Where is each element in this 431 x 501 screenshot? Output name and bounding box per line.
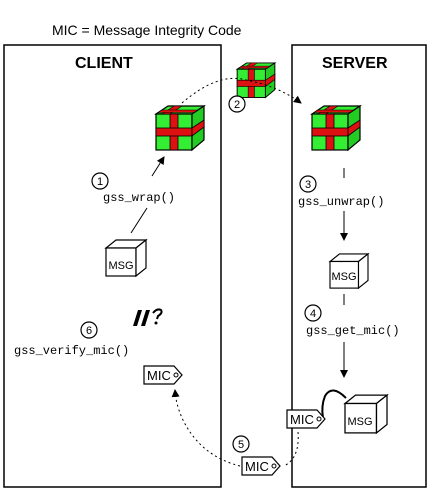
transfer-arc-bottom (174, 390, 299, 467)
server-mic-label: MIC (290, 412, 314, 427)
server-msg-label: MSG (331, 271, 356, 283)
server-label: SERVER (322, 55, 388, 72)
wrap-arrow (151, 156, 165, 177)
step-4-circle (304, 304, 322, 322)
server-panel (291, 44, 427, 488)
client-mic-label: MIC (147, 368, 171, 383)
step-2-number: 2 (234, 99, 240, 111)
gss-verify-mic-label: gss_verify_mic() (14, 344, 129, 358)
step-3-circle (299, 175, 317, 193)
step-2-circle (228, 95, 246, 113)
step-3-number: 3 (305, 179, 311, 191)
tag-string (321, 389, 347, 419)
step-1-circle (91, 172, 109, 190)
client-panel (3, 44, 222, 488)
client-msg-label: MSG (108, 260, 133, 272)
verification-check-icon (133, 308, 163, 326)
gss-get-mic-label: gss_get_mic() (306, 324, 400, 338)
transfer-arc-bottom-head (171, 389, 180, 398)
diagram-title: MIC = Message Integrity Code (52, 22, 242, 38)
step-6-circle (80, 321, 98, 339)
transit-gift-icon (236, 62, 276, 98)
server-gift-icon (311, 105, 361, 151)
transit-mic-label: MIC (245, 459, 269, 474)
client-gift-icon (155, 105, 205, 151)
step-6-number: 6 (86, 325, 92, 337)
server-msg2-label: MSG (347, 416, 372, 428)
step-5-number: 5 (238, 439, 244, 451)
step-4-number: 4 (310, 308, 316, 320)
step-5-circle (232, 435, 250, 453)
transfer-arc-top (181, 77, 302, 104)
gss-unwrap-label: gss_unwrap() (298, 195, 384, 209)
step-1-number: 1 (97, 176, 103, 188)
wrap-to-msg-line (130, 207, 148, 234)
client-label: CLIENT (75, 55, 133, 72)
gss-wrap-label: gss_wrap() (103, 191, 175, 205)
